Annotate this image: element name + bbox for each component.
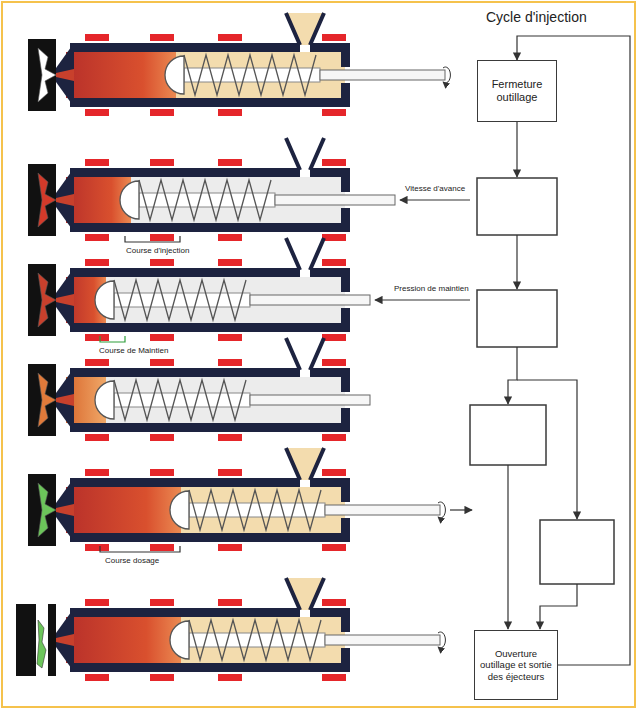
stroke-label: Pression de maintien <box>393 284 470 293</box>
step-box <box>477 178 557 235</box>
machine-row <box>28 338 370 441</box>
step-box <box>540 520 614 584</box>
box-text: Fermeture outillage <box>482 78 552 104</box>
machine-row <box>16 578 445 681</box>
machine-row <box>28 138 395 241</box>
stroke-label: Course dosage <box>104 556 160 565</box>
process-box: Fermeture outillage <box>477 60 557 122</box>
stroke-label: Course de Maintien <box>98 346 169 355</box>
chart-title: Cycle d'injection <box>486 9 587 25</box>
box-text: Ouverture outillage et sortie des éjecte… <box>479 648 553 682</box>
step-box <box>470 405 546 465</box>
process-box: Ouverture outillage et sortie des éjecte… <box>474 630 558 700</box>
stroke-label: Vitesse d'avance <box>404 184 466 193</box>
step-box <box>477 290 557 347</box>
stroke-label: Course d'injection <box>125 246 190 255</box>
machine-row <box>28 448 472 551</box>
machine-row <box>28 238 370 341</box>
machine-row <box>28 13 450 116</box>
loop-connector <box>517 36 630 665</box>
